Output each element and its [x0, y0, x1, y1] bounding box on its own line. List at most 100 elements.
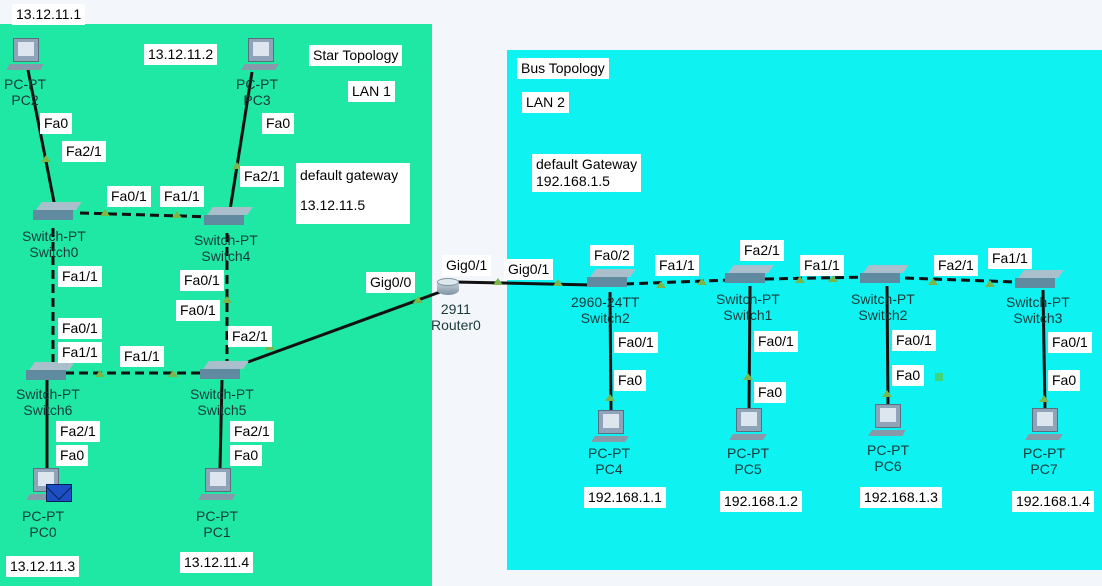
link-up-indicator	[41, 155, 51, 162]
gateway-label: default gateway	[300, 167, 399, 183]
gateway-label: default Gateway	[536, 156, 638, 172]
ip-note-pc4[interactable]: 192.168.1.1	[584, 487, 666, 508]
port-label: Fa1/1	[58, 342, 102, 363]
lan2-title-note[interactable]: Bus Topology	[517, 58, 609, 79]
port-label: Fa1/1	[655, 255, 699, 276]
port-label: Gig0/0	[366, 272, 416, 293]
port-label: Fa0	[262, 113, 295, 134]
lan1-title-note[interactable]: Star Topology	[309, 45, 403, 66]
link-pc3-switch4[interactable]	[228, 71, 254, 211]
link-up-indicator	[95, 370, 105, 377]
port-label: Fa1/1	[120, 346, 164, 367]
link-up-indicator	[493, 278, 503, 285]
port-label: Fa1/1	[160, 186, 204, 207]
port-label: Fa0	[614, 370, 647, 391]
pdu-envelope-icon[interactable]	[46, 484, 72, 502]
gateway-ip: 13.12.11.5	[300, 197, 366, 213]
switch4-icon[interactable]	[204, 207, 253, 225]
link-up-indicator	[882, 390, 892, 397]
link-up-indicator	[232, 162, 242, 169]
pc3-icon[interactable]	[241, 38, 279, 76]
port-label: Gig0/1	[504, 259, 554, 280]
ip-note-pc7[interactable]: 192.168.1.4	[1012, 491, 1094, 512]
link-switch2960-pc4[interactable]	[608, 291, 613, 413]
link-switch1-pc5[interactable]	[747, 285, 752, 411]
switch2960-icon[interactable]	[587, 269, 636, 287]
lan1-name-note[interactable]: LAN 1	[348, 81, 395, 102]
port-label: Fa0/1	[180, 270, 224, 291]
link-up-indicator	[172, 211, 182, 218]
lan2-name-note[interactable]: LAN 2	[522, 92, 569, 113]
port-label: Fa2/1	[934, 255, 978, 276]
lan2-area	[507, 50, 1102, 570]
port-label: Fa1/1	[800, 255, 844, 276]
link-up-indicator	[656, 281, 666, 288]
port-label: Fa0/1	[1048, 332, 1092, 353]
link-up-indicator	[413, 296, 423, 303]
link-switch3-pc7[interactable]	[1041, 289, 1047, 411]
port-label: Fa0	[230, 445, 263, 466]
pc2-icon[interactable]	[6, 38, 44, 76]
pc4-icon[interactable]	[591, 410, 629, 448]
port-label: Gig0/1	[442, 255, 492, 276]
status-dot-icon	[935, 373, 943, 381]
pc7-icon[interactable]	[1025, 408, 1063, 446]
switch5-icon[interactable]	[200, 361, 249, 379]
link-pc2-switch0[interactable]	[26, 69, 57, 208]
port-label: Fa1/1	[58, 266, 102, 287]
link-up-indicator	[222, 296, 232, 303]
pc6-icon[interactable]	[868, 404, 906, 442]
link-switch2-switch3[interactable]	[904, 276, 1016, 284]
link-up-indicator	[795, 276, 805, 283]
port-label: Fa0/2	[590, 245, 634, 266]
link-switch2-pc6[interactable]	[885, 285, 890, 407]
ip-note-pc1[interactable]: 13.12.11.4	[180, 552, 254, 573]
switch2-icon[interactable]	[860, 265, 909, 283]
port-label: Fa0/1	[614, 332, 658, 353]
port-label: Fa0/1	[754, 331, 798, 352]
lan2-gateway-note[interactable]: default Gateway 192.168.1.5	[532, 154, 642, 192]
port-label: Fa0/1	[176, 300, 220, 321]
ip-note-pc5[interactable]: 192.168.1.2	[720, 491, 802, 512]
ip-note-pc3[interactable]: 13.12.11.2	[144, 44, 218, 65]
ip-note-pc0[interactable]: 13.12.11.3	[6, 556, 80, 577]
link-router0-switch2960[interactable]	[454, 280, 593, 287]
port-label: Fa0/1	[892, 330, 936, 351]
switch1-icon[interactable]	[725, 265, 774, 283]
switch6-icon[interactable]	[26, 362, 75, 380]
ip-note-pc2[interactable]: 13.12.11.1	[12, 4, 86, 25]
link-up-indicator	[100, 209, 110, 216]
port-label: Fa1/1	[988, 248, 1032, 269]
link-up-indicator	[743, 373, 753, 380]
link-switch2960-switch1[interactable]	[624, 278, 731, 286]
port-label: Fa0	[1048, 370, 1081, 391]
switch3-icon[interactable]	[1015, 270, 1064, 288]
link-up-indicator	[828, 275, 838, 282]
router0-icon[interactable]	[437, 278, 459, 296]
ip-note-pc6[interactable]: 192.168.1.3	[860, 487, 942, 508]
link-switch5-pc1[interactable]	[218, 379, 224, 469]
pc1-icon[interactable]	[198, 468, 236, 506]
link-up-indicator	[553, 279, 563, 286]
lan1-gateway-note[interactable]: default gateway 13.12.11.5	[296, 163, 410, 224]
link-switch1-switch2[interactable]	[764, 275, 871, 281]
port-label: Fa2/1	[240, 166, 284, 187]
pc5-icon[interactable]	[729, 408, 767, 446]
link-switch5-router0[interactable]	[247, 290, 441, 364]
port-label: Fa2/1	[56, 421, 100, 442]
link-up-indicator	[928, 278, 938, 285]
switch0-icon[interactable]	[33, 202, 82, 220]
link-up-indicator	[168, 370, 178, 377]
